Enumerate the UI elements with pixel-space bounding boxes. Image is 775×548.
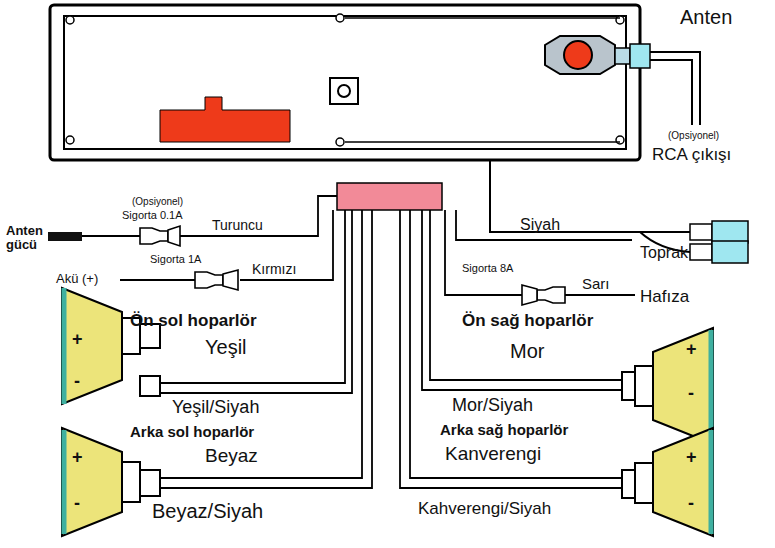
fuse-rating: Sigorta 0.1A [122,209,183,221]
polarity-mark: - [688,384,694,404]
signal-name: Toprak [640,244,688,262]
wire-color: Mor/Siyah [452,396,533,416]
part-name: Arka sol hoparlör [130,424,254,441]
wire-color: Yeşil [205,336,247,358]
part-name: RCA çıkışı [652,146,731,165]
part-name: Ön sağ hoparlör [462,312,593,331]
polarity-mark: + [72,330,83,350]
fuse-rating: Sigorta 1A [150,253,201,265]
part-name: Anten gücü [6,224,50,253]
polarity-mark: + [686,448,697,468]
wire-color: Beyaz [205,446,258,467]
signal-name: Akü (+) [56,272,98,286]
fuse-rating: Sigorta 8A [462,262,513,274]
part-name: Anten [680,6,732,28]
signal-name: Hafıza [640,288,689,307]
polarity-mark: - [74,372,80,392]
wire-color: Kahverengi/Siyah [418,500,551,519]
note: (Opsiyonel) [668,130,719,141]
wire-color: Yeşil/Siyah [172,398,259,418]
wire-color: Kırmızı [252,262,296,277]
wire-color: Turuncu [212,218,263,233]
wire-color: Kanverengi [445,444,541,465]
part-name: Ön sol hoparlör [130,312,257,331]
polarity-mark: + [686,340,697,360]
note: (Opsiyonel) [132,196,183,207]
polarity-mark: + [72,448,83,468]
part-name: Arka sağ hoparlör [440,422,568,439]
wire-color: Mor [510,340,544,362]
wire-color: Sarı [582,276,610,293]
wire-color: Siyah [520,216,560,234]
polarity-mark: - [74,494,80,514]
polarity-mark: - [688,494,694,514]
wire-color: Beyaz/Siyah [152,500,263,522]
